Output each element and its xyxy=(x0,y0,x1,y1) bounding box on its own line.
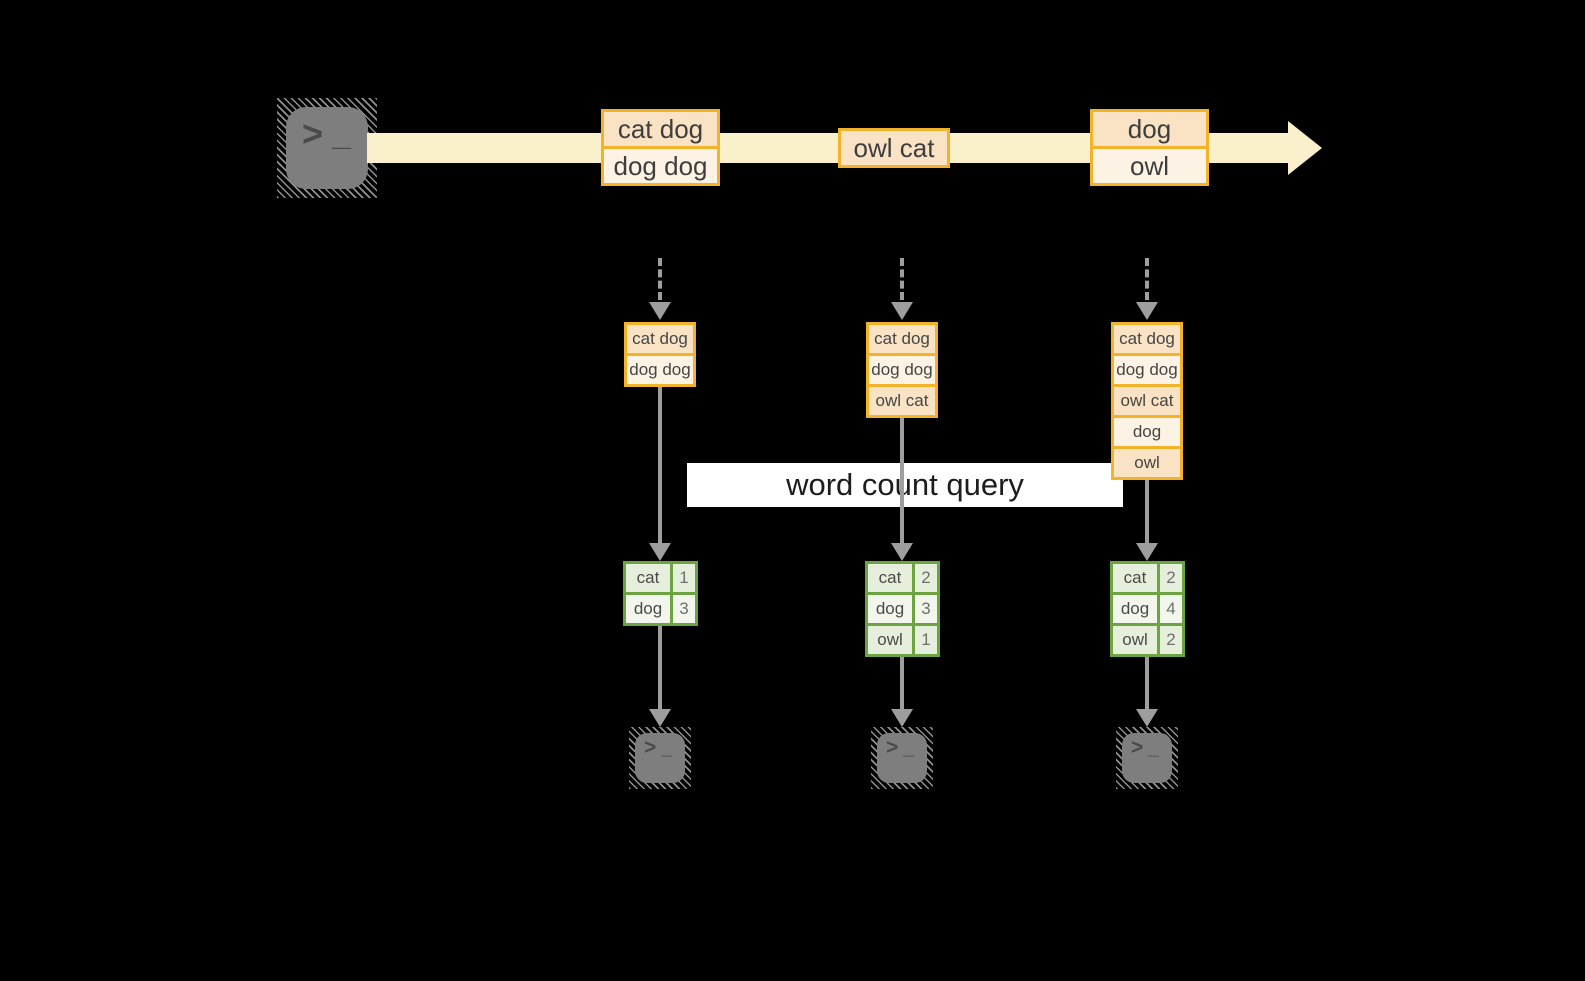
count-value-cell: 2 xyxy=(1160,626,1182,654)
terminal-prompt-icon: >_ xyxy=(1122,733,1172,783)
count-word-cell: owl xyxy=(868,626,912,654)
count-value-cell: 2 xyxy=(915,564,937,592)
query-arrowhead-icon xyxy=(649,543,671,561)
count-value-cell: 2 xyxy=(1160,564,1182,592)
buffer-line: cat dog xyxy=(869,325,935,353)
terminal-prompt-icon: > _ xyxy=(286,107,368,189)
count-word-cell: cat xyxy=(868,564,912,592)
count-value-cell: 3 xyxy=(915,595,937,623)
count-word-cell: cat xyxy=(626,564,670,592)
dashed-arrow-line xyxy=(900,258,904,300)
stream-event-1: cat dog dog dog xyxy=(601,109,720,186)
sink-arrowhead-icon xyxy=(649,709,671,727)
count-word-cell: dog xyxy=(868,595,912,623)
buffer-line: owl xyxy=(1114,446,1180,477)
query-arrow-line xyxy=(658,387,662,543)
dashed-arrowhead-icon xyxy=(891,302,913,320)
query-arrowhead-icon xyxy=(1136,543,1158,561)
query-arrowhead-icon xyxy=(891,543,913,561)
prompt-chevron-icon: > xyxy=(302,113,324,154)
count-word-cell: dog xyxy=(1113,595,1157,623)
prompt-underscore-icon: _ xyxy=(332,115,351,153)
terminal-source-icon: > _ xyxy=(277,98,377,198)
event-line: cat dog xyxy=(604,112,717,146)
dashed-arrow-line xyxy=(1145,258,1149,300)
buffer-line: cat dog xyxy=(627,325,693,353)
sink-arrowhead-icon xyxy=(1136,709,1158,727)
event-line: dog dog xyxy=(604,146,717,183)
stream-event-3: dog owl xyxy=(1090,109,1209,186)
count-value-cell: 1 xyxy=(915,626,937,654)
query-arrow-line xyxy=(900,418,904,543)
prompt-chevron-icon: > xyxy=(644,736,657,759)
buffer-line: dog dog xyxy=(627,353,693,384)
dashed-arrowhead-icon xyxy=(649,302,671,320)
dashed-arrow-line xyxy=(658,258,662,300)
sink-arrowhead-icon xyxy=(891,709,913,727)
sink-arrow-line xyxy=(1145,657,1149,709)
dashed-arrowhead-icon xyxy=(1136,302,1158,320)
buffer-line: cat dog xyxy=(1114,325,1180,353)
prompt-chevron-icon: > xyxy=(886,736,899,759)
buffer-line: dog dog xyxy=(869,353,935,384)
buffer-line: dog xyxy=(1114,415,1180,446)
event-line: dog xyxy=(1093,112,1206,146)
event-line: owl xyxy=(1093,146,1206,183)
buffer-line: owl cat xyxy=(1114,384,1180,415)
stream-arrowhead-icon xyxy=(1288,121,1322,175)
count-value-cell: 4 xyxy=(1160,595,1182,623)
terminal-sink-icon: >_ xyxy=(871,727,933,789)
terminal-prompt-icon: >_ xyxy=(635,733,685,783)
prompt-underscore-icon: _ xyxy=(903,737,915,759)
terminal-sink-icon: >_ xyxy=(629,727,691,789)
prompt-underscore-icon: _ xyxy=(661,737,673,759)
event-line: owl cat xyxy=(841,131,947,165)
buffer-line: dog dog xyxy=(1114,353,1180,384)
count-word-cell: cat xyxy=(1113,564,1157,592)
query-label-text: word count query xyxy=(786,467,1024,502)
count-word-cell: owl xyxy=(1113,626,1157,654)
buffer-line: owl cat xyxy=(869,384,935,415)
count-word-cell: dog xyxy=(626,595,670,623)
prompt-chevron-icon: > xyxy=(1131,736,1144,759)
stream-event-2: owl cat xyxy=(838,128,950,168)
prompt-underscore-icon: _ xyxy=(1148,737,1160,759)
terminal-prompt-icon: >_ xyxy=(877,733,927,783)
sink-arrow-line xyxy=(900,657,904,709)
count-value-cell: 1 xyxy=(673,564,695,592)
query-label-band: word count query xyxy=(687,463,1123,507)
query-arrow-line xyxy=(1145,480,1149,543)
terminal-sink-icon: >_ xyxy=(1116,727,1178,789)
count-value-cell: 3 xyxy=(673,595,695,623)
sink-arrow-line xyxy=(658,626,662,709)
